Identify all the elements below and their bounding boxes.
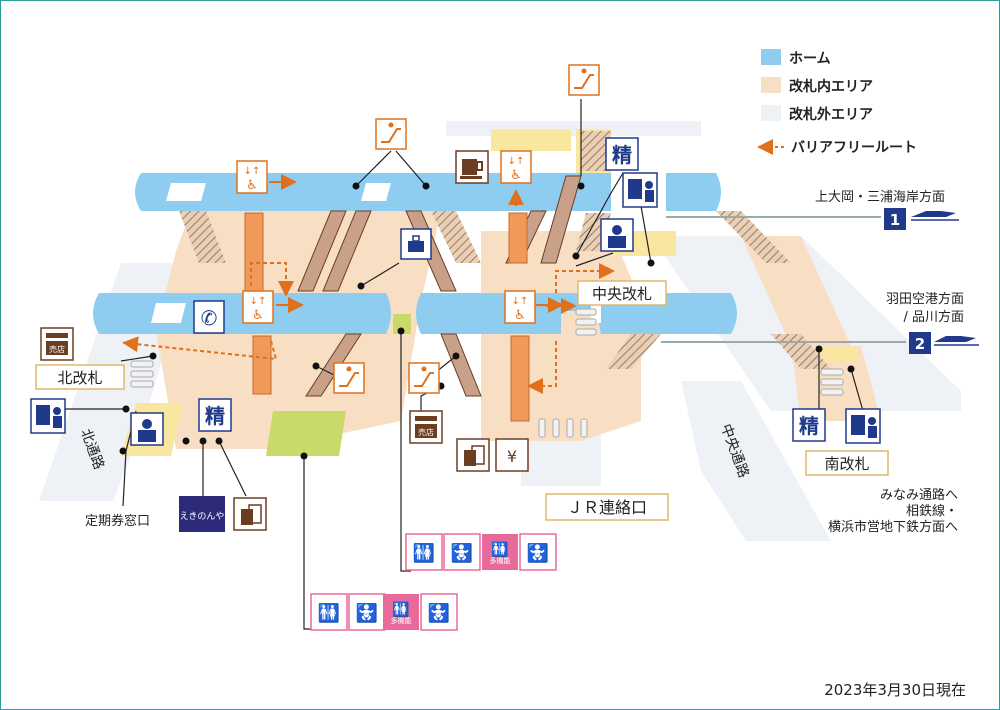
svg-text:✆: ✆ [201,306,218,330]
season-ticket-label: 定期券窓口 [85,513,150,529]
svg-text:♿: ♿ [246,178,258,193]
fare-adjustment-icon: 精 [792,408,826,442]
fare-adjustment-label: 精 [612,143,632,167]
fare-adjustment-label: 精 [205,404,225,428]
ticket-machine-icon [845,408,881,444]
restaurant-label: えきのんや [180,511,225,522]
legend-outside: 改札外エリア [789,106,873,123]
track2-badge: 2 [909,332,931,354]
track2-direction-1: 羽田空港方面 [886,291,964,307]
kiosk-icon: 売店 [40,327,74,361]
svg-text:ＪＲ連絡口: ＪＲ連絡口 [567,498,647,517]
svg-text:↓↑: ↓↑ [512,296,529,307]
central-gate-label: 中央改札 [577,280,667,306]
svg-text:🚼: 🚼 [451,542,473,564]
toilet-area-central [393,314,411,334]
legend-swatch-inside [761,77,781,93]
svg-text:🚻: 🚻 [491,541,508,558]
south-destination-1: みなみ通路へ [880,487,958,503]
svg-text:♿: ♿ [514,308,526,323]
elevator-icon: ↓↑ ♿ [236,160,268,194]
svg-text:🚻: 🚻 [318,602,340,624]
elevator-icon: ↓↑ ♿ [504,290,536,324]
toilet-icons-north: 🚻 🚼 多機能🚻 🚼 [310,593,458,631]
legend-platform: ホーム [789,51,831,67]
svg-text:🚼: 🚼 [356,602,378,624]
ticket-machine-icon [30,398,66,434]
track-lines [661,216,906,343]
elevator-icon: ↓↑ ♿ [242,290,274,324]
jr-connection-label: ＪＲ連絡口 [545,493,669,521]
fare-adjustment-icon: 精 [198,398,232,432]
toilet-areas [266,314,411,456]
leader-dots [119,182,855,460]
svg-text:↓↑: ↓↑ [508,156,525,167]
escalator-icon [375,118,407,150]
fare-adjustment-label: 精 [799,414,819,438]
elevators [244,212,530,422]
south-destination-3: 横浜市営地下鉄方面へ [828,519,958,535]
platform-track2-west [93,293,391,334]
escalator-icon [333,362,365,394]
fare-adjustment-icon: 精 [605,137,639,171]
coin-locker-icon [400,228,432,260]
train-icon [934,336,979,346]
kiosk-icon: 売店 [409,410,443,444]
svg-text:↓↑: ↓↑ [250,296,267,307]
svg-text:2: 2 [915,335,925,353]
platform-route-arrows [269,174,564,313]
multipurpose-label: 多機能 [391,616,412,625]
as-of-date: 2023年3月30日現在 [824,681,966,699]
svg-text:中央改札: 中央改札 [592,285,652,303]
toilet-area-north [266,411,346,456]
legend-swatch-outside [761,105,781,121]
north-gate-label: 北改札 [35,364,125,390]
station-staff-icon [600,218,634,252]
svg-text:南改札: 南改札 [824,455,869,473]
track2-direction-2: / 品川方面 [903,309,964,325]
kiosk-label: 売店 [49,344,65,354]
legend-inside: 改札内エリア [789,78,873,95]
stair-openings [151,183,601,323]
train-icon [911,211,959,221]
turnstiles [130,308,844,438]
ticket-machine-icon [622,172,658,208]
station-staff-icon [130,412,164,446]
elevator-icon: ↓↑ ♿ [500,150,532,184]
svg-text:1: 1 [890,211,900,229]
svg-text:↓↑: ↓↑ [244,166,261,177]
cafe-icon [455,150,489,184]
svg-text:🚻: 🚻 [392,601,409,618]
escalator-icon [568,64,600,96]
barrier-free-routes [122,189,615,394]
kiosk-label: 売店 [418,427,434,437]
south-gate-label: 南改札 [805,450,889,476]
svg-text:北改札: 北改札 [57,369,102,387]
legend-swatch-platform [761,49,781,65]
track1-direction: 上大岡・三浦海岸方面 [815,189,945,205]
restaurant-icon: えきのんや [179,496,225,532]
shopping-bag-icon [456,438,490,472]
svg-text:🚼: 🚼 [428,602,450,624]
atm-icon: ¥ [495,438,529,472]
track1-badge: 1 [884,208,906,230]
multipurpose-label: 多機能 [490,556,511,565]
svg-text:🚻: 🚻 [413,542,435,564]
legend-barrier-free: バリアフリールート [791,140,917,156]
svg-text:🚼: 🚼 [527,542,549,564]
south-destination-2: 相鉄線・ [906,503,958,519]
shopping-bag-icon [233,497,267,531]
svg-text:¥: ¥ [507,447,517,466]
svg-text:♿: ♿ [510,168,522,183]
toilet-icons-central: 🚻 🚼 多機能🚻 🚼 [405,533,557,571]
phone-icon: ✆ [193,300,225,334]
legend: ホーム 改札内エリア 改札外エリア バリアフリールート [757,49,917,156]
svg-text:♿: ♿ [252,308,264,323]
escalator-icon [408,362,440,394]
